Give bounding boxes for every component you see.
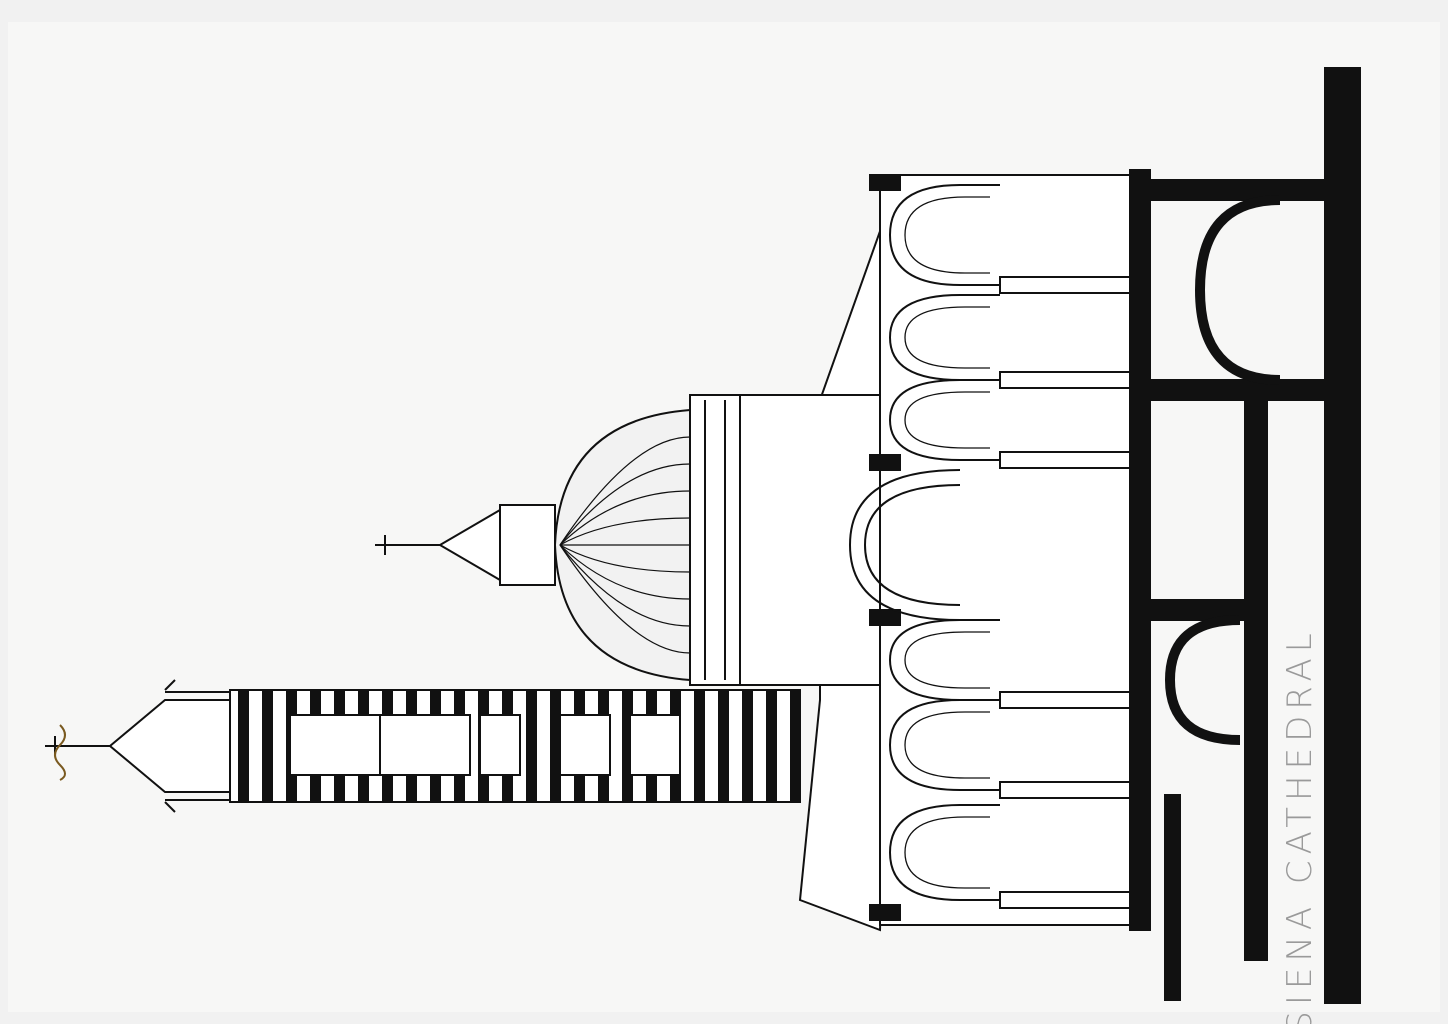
nave-pillar bbox=[999, 781, 1131, 799]
nave-arch-inner bbox=[904, 391, 990, 449]
nave-pillar bbox=[999, 451, 1131, 469]
drum-pattern bbox=[704, 400, 726, 680]
nave-arch-inner bbox=[904, 816, 990, 889]
bell-tower bbox=[45, 679, 801, 813]
nave bbox=[739, 174, 1131, 932]
nave-pillar bbox=[999, 691, 1131, 709]
tower-stripe bbox=[742, 690, 753, 802]
tower-window bbox=[629, 714, 681, 776]
tower-stripe bbox=[718, 690, 729, 802]
nave-arches bbox=[888, 184, 1131, 909]
tower-stripe bbox=[238, 690, 249, 802]
nave-pillar bbox=[999, 276, 1131, 294]
nave-arch bbox=[888, 379, 1000, 461]
nave-arch bbox=[888, 804, 1000, 901]
nave-arch-inner bbox=[904, 196, 990, 274]
crypt-section bbox=[999, 179, 1331, 1001]
drawing-caption: SIENA CATHEDRAL bbox=[1280, 627, 1320, 1024]
tower-stripe bbox=[622, 690, 633, 802]
dome-rib bbox=[559, 517, 691, 546]
crypt-floor bbox=[1244, 399, 1268, 961]
dome-rib bbox=[559, 544, 691, 627]
ground-slab bbox=[1324, 67, 1361, 1004]
tower-window bbox=[379, 714, 471, 776]
nave-arch-inner bbox=[904, 631, 990, 689]
dome-rib bbox=[559, 490, 691, 546]
transept bbox=[739, 394, 881, 686]
nave-arch-inner bbox=[904, 306, 990, 369]
nave-arch bbox=[888, 619, 1000, 701]
nave-arch bbox=[888, 294, 1000, 381]
crypt-wall-top bbox=[1129, 169, 1151, 931]
lantern-cap bbox=[438, 508, 501, 582]
nave-arch bbox=[888, 184, 1000, 286]
tower-stripe bbox=[766, 690, 777, 802]
tower-window bbox=[479, 714, 521, 776]
tower-window bbox=[559, 714, 611, 776]
nave-arch bbox=[888, 699, 1000, 791]
tower-stripe bbox=[262, 690, 273, 802]
dome bbox=[375, 394, 741, 686]
nave-pillar bbox=[999, 371, 1131, 389]
lantern bbox=[499, 504, 556, 586]
dome-rib bbox=[559, 544, 691, 600]
weathervane bbox=[54, 724, 66, 781]
dome-rib bbox=[559, 544, 691, 654]
dome-rib bbox=[559, 544, 691, 573]
tower-stripe bbox=[550, 690, 561, 802]
nave-buttresses bbox=[869, 174, 901, 921]
dome-cross-icon bbox=[375, 535, 440, 555]
crossing-arch bbox=[848, 469, 961, 621]
dome-ribs bbox=[559, 436, 691, 654]
tower-spire bbox=[108, 699, 231, 793]
dome-rib bbox=[559, 463, 691, 546]
tower-window bbox=[289, 714, 381, 776]
tower-pinnacles bbox=[164, 679, 230, 813]
tower-stripe bbox=[694, 690, 705, 802]
nave-arch-inner bbox=[904, 711, 990, 779]
nave-pillar bbox=[999, 891, 1131, 909]
tower-stripes bbox=[238, 690, 801, 802]
tower-stripe bbox=[790, 690, 801, 802]
tower-stripe bbox=[526, 690, 537, 802]
crypt-arches bbox=[1164, 195, 1281, 745]
dome-rib bbox=[559, 436, 691, 546]
dome-drum bbox=[689, 394, 741, 686]
